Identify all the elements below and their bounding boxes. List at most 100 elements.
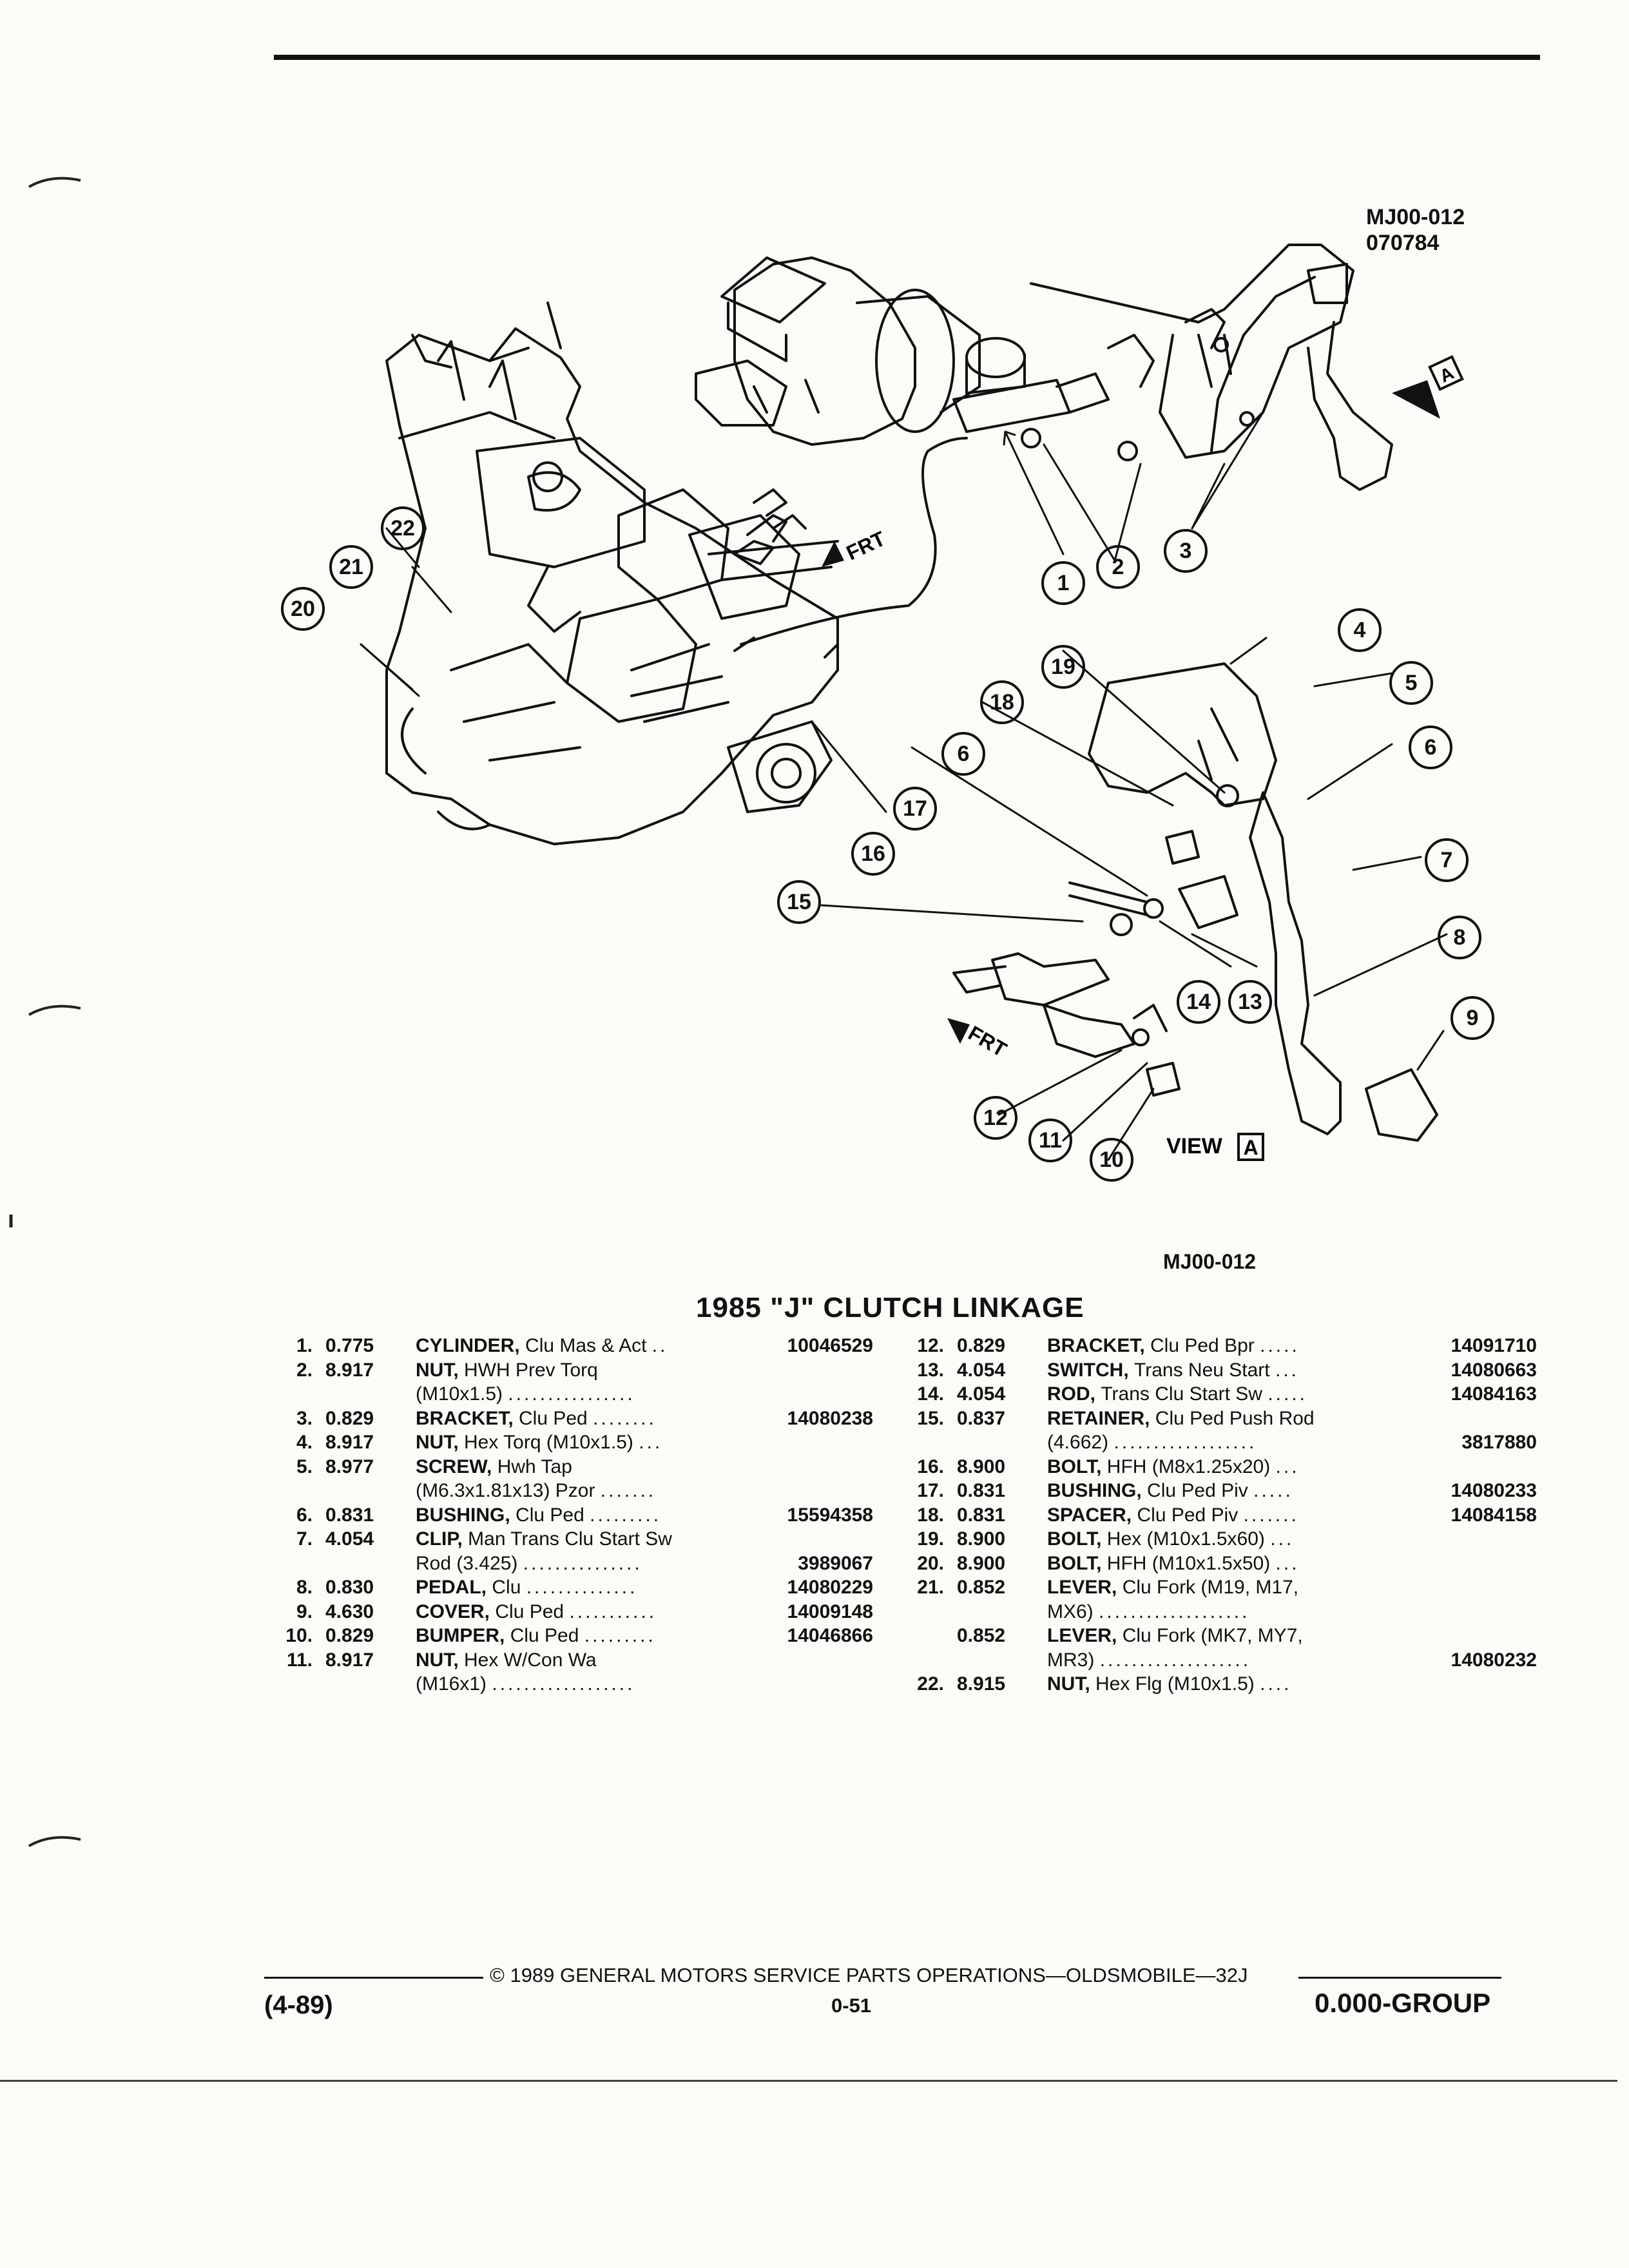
leader-dots: ............... — [523, 1552, 642, 1574]
item-spec: HWH Prev Torq — [464, 1359, 598, 1381]
transaxle-assembly — [385, 302, 839, 845]
item-number: 17. — [917, 1480, 944, 1501]
item-number: 21. — [917, 1577, 944, 1598]
item-description: CLIP, Man Trans Clu Start Sw — [416, 1527, 867, 1552]
item-number: 3. — [296, 1407, 313, 1429]
item-name: SCREW, — [416, 1456, 492, 1477]
item-name: RETAINER, — [1047, 1407, 1150, 1429]
callout-5: 5 — [1405, 671, 1418, 695]
item-spec: (4.662) — [1047, 1432, 1109, 1453]
item-number: 7. — [296, 1528, 313, 1550]
parts-row: (4.662) ..................3817880 — [892, 1430, 1537, 1455]
item-description: Rod (3.425) ............... — [416, 1552, 867, 1576]
item-name: BUSHING, — [1047, 1480, 1142, 1501]
parts-row: 22. 8.915 NUT, Hex Flg (M10x1.5) .... — [892, 1672, 1537, 1696]
item-description: MX6) ................... — [1047, 1600, 1498, 1624]
leader-dots: ................... — [1099, 1600, 1250, 1622]
item-name: NUT, — [1047, 1673, 1090, 1695]
item-number: 16. — [917, 1456, 944, 1477]
part-number: 10046529 — [783, 1334, 873, 1358]
parts-row: (M10x1.5) ................ — [261, 1382, 873, 1407]
item-number: 14. — [917, 1383, 944, 1405]
item-spec: Clu Ped — [516, 1504, 584, 1526]
parts-row: MX6) ................... — [892, 1600, 1537, 1624]
item-quantity: 8.917 — [325, 1649, 374, 1671]
item-description: SWITCH, Trans Neu Start ... — [1047, 1358, 1498, 1383]
part-number: 14080233 — [1447, 1479, 1537, 1503]
item-name: PEDAL, — [416, 1577, 487, 1598]
footer-rule-right — [1298, 1977, 1501, 1979]
item-name: BOLT, — [1047, 1528, 1102, 1550]
parts-row: MR3) ...................14080232 — [892, 1648, 1537, 1673]
item-spec: (M6.3x1.81x13) Pzor — [416, 1480, 595, 1501]
item-quantity: 0.831 — [957, 1504, 1006, 1526]
item-number: 22. — [917, 1673, 944, 1695]
brake-booster — [695, 256, 981, 446]
item-description: NUT, Hex Flg (M10x1.5) .... — [1047, 1672, 1498, 1696]
leader-dots: .............. — [526, 1577, 638, 1598]
margin-marks — [9, 177, 81, 1847]
item-description: BUSHING, Clu Ped Piv ..... — [1047, 1479, 1498, 1503]
view-caption-letter: A — [1243, 1136, 1258, 1159]
item-quantity: 4.054 — [957, 1359, 1006, 1381]
item-number: 4. — [296, 1432, 313, 1453]
callout-8: 8 — [1454, 925, 1466, 950]
footer-copyright: © 1989 GENERAL MOTORS SERVICE PARTS OPER… — [490, 1964, 1248, 1986]
callout-3: 3 — [1180, 539, 1192, 563]
item-spec: Clu Fork (MK7, MY7, — [1122, 1625, 1303, 1646]
bottom-rule — [0, 2080, 1617, 2082]
leader-dots: ... — [1275, 1456, 1300, 1477]
leader-dots: .................. — [1113, 1432, 1257, 1453]
item-spec: Clu Ped — [519, 1407, 588, 1429]
item-description: (M16x1) .................. — [416, 1672, 867, 1696]
pedal-bracket — [1030, 244, 1393, 491]
callout-9: 9 — [1467, 1006, 1479, 1030]
item-number: 12. — [917, 1335, 944, 1356]
item-quantity: 4.630 — [325, 1600, 374, 1622]
item-quantity: 8.915 — [957, 1673, 1006, 1695]
item-description: (4.662) .................. — [1047, 1430, 1498, 1455]
leader-dots: .................. — [492, 1673, 635, 1695]
hydraulic-line — [740, 437, 968, 646]
top-rule — [274, 55, 1540, 60]
item-quantity: 0.831 — [957, 1480, 1006, 1501]
item-description: MR3) ................... — [1047, 1648, 1498, 1673]
parts-row: (M6.3x1.81x13) Pzor ....... — [261, 1479, 873, 1503]
item-quantity: 8.900 — [957, 1552, 1006, 1574]
front-arrow-lower: FRT — [947, 1018, 1011, 1061]
item-name: LEVER, — [1047, 1625, 1117, 1646]
item-spec: Hex (M10x1.5x60) — [1106, 1528, 1265, 1550]
callout-4: 4 — [1354, 618, 1366, 642]
item-description: (M6.3x1.81x13) Pzor ....... — [416, 1479, 867, 1503]
item-spec: Hex Torq (M10x1.5) — [464, 1432, 633, 1453]
item-spec: Clu Mas & Act — [525, 1335, 647, 1356]
item-quantity: 0.837 — [957, 1407, 1006, 1429]
item-number: 20. — [917, 1552, 944, 1574]
item-spec: MR3) — [1047, 1649, 1095, 1671]
item-description: BUSHING, Clu Ped ......... — [416, 1503, 867, 1528]
callout-1: 1 — [1057, 571, 1070, 595]
leader-dots: .... — [1260, 1673, 1292, 1695]
item-description: PEDAL, Clu .............. — [416, 1575, 867, 1600]
item-description: LEVER, Clu Fork (M19, M17, — [1047, 1575, 1498, 1600]
leader-dots: ..... — [1253, 1480, 1293, 1501]
item-number: 2. — [296, 1359, 313, 1381]
item-name: SWITCH, — [1047, 1359, 1129, 1381]
item-spec: Trans Clu Start Sw — [1101, 1383, 1262, 1405]
callout-20: 20 — [291, 597, 315, 621]
item-description: (M10x1.5) ................ — [416, 1382, 867, 1407]
leader-dots: ... — [1275, 1552, 1300, 1574]
item-name: NUT, — [416, 1359, 459, 1381]
item-number: 9. — [296, 1600, 313, 1622]
